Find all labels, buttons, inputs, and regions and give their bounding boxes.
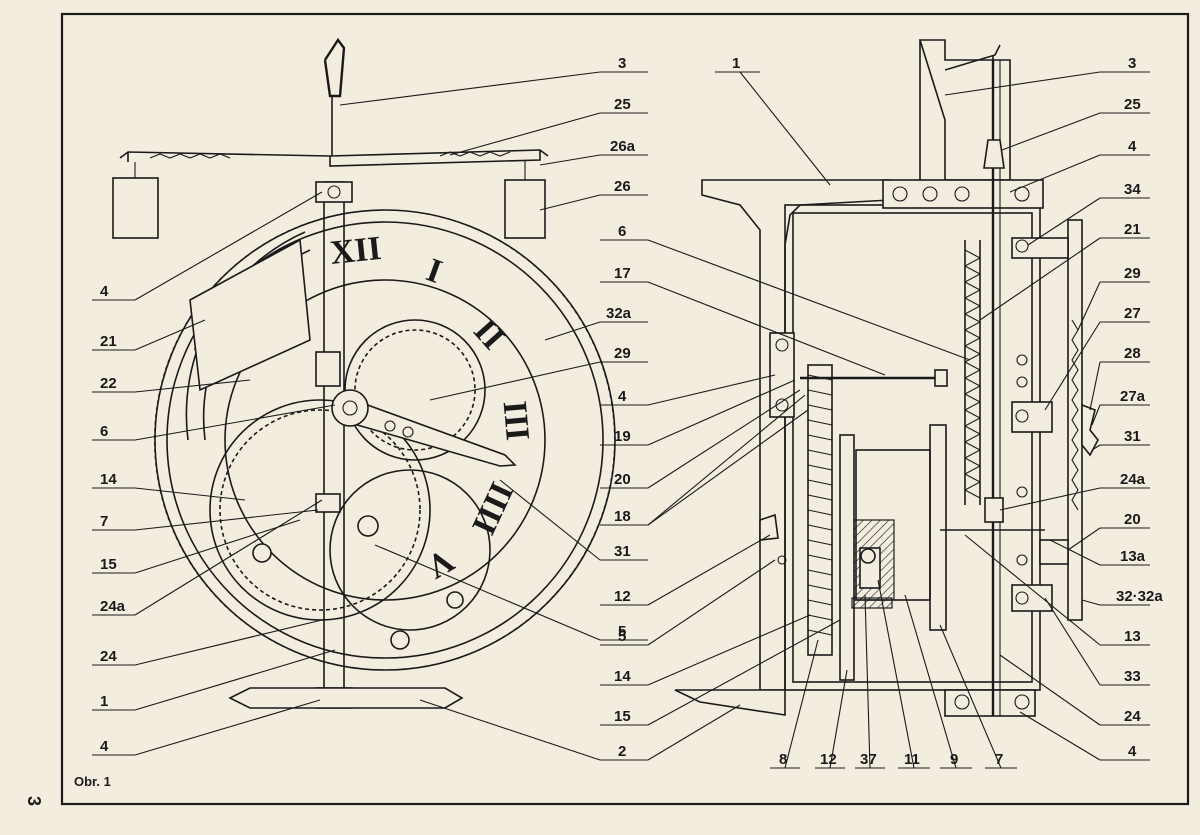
label-side-14: 14 bbox=[614, 668, 631, 685]
dial-numeral-iiii: IIII bbox=[464, 476, 520, 540]
label-side-5: 5 bbox=[618, 628, 626, 645]
label-front-14: 14 bbox=[100, 471, 117, 488]
label-side-18: 18 bbox=[614, 508, 631, 525]
label-side-13a: 13a bbox=[1120, 548, 1146, 565]
label-side-37: 37 bbox=[860, 751, 877, 768]
label-side-33: 33 bbox=[1124, 668, 1141, 685]
label-side-32-32a: 32·32a bbox=[1116, 588, 1163, 605]
label-side-17: 17 bbox=[614, 265, 631, 282]
label-front-4-bottom: 4 bbox=[100, 738, 109, 755]
label-side-11: 11 bbox=[904, 751, 920, 768]
label-side-27a: 27a bbox=[1120, 388, 1146, 405]
dial-numeral-i: I bbox=[422, 252, 447, 291]
label-front-26: 26 bbox=[614, 178, 631, 195]
label-front-15: 15 bbox=[100, 556, 117, 573]
label-side-21: 21 bbox=[1124, 221, 1141, 238]
label-side-1: 1 bbox=[732, 55, 740, 72]
label-side-4-top: 4 bbox=[1128, 138, 1137, 155]
label-front-29: 29 bbox=[614, 345, 631, 362]
label-front-26a: 26a bbox=[610, 138, 636, 155]
label-side-12-bottom: 12 bbox=[820, 751, 837, 768]
label-side-3: 3 bbox=[1128, 55, 1136, 72]
label-side-4-bottom: 4 bbox=[1128, 743, 1137, 760]
label-front-31: 31 bbox=[614, 543, 631, 560]
label-front-2: 2 bbox=[618, 743, 626, 760]
label-side-31: 31 bbox=[1124, 428, 1141, 445]
label-side-24: 24 bbox=[1124, 708, 1141, 725]
label-side-9: 9 bbox=[950, 751, 958, 768]
page-number: 3 bbox=[24, 796, 44, 806]
label-side-29: 29 bbox=[1124, 265, 1141, 282]
label-front-25: 25 bbox=[614, 96, 631, 113]
right-weight bbox=[504, 179, 546, 239]
label-front-32a: 32a bbox=[606, 305, 632, 322]
left-weight bbox=[112, 177, 159, 239]
label-front-1: 1 bbox=[100, 693, 108, 710]
label-side-8: 8 bbox=[779, 751, 787, 768]
label-side-28: 28 bbox=[1124, 345, 1141, 362]
label-side-12-left: 12 bbox=[614, 588, 631, 605]
label-side-6: 6 bbox=[618, 223, 626, 240]
label-front-24: 24 bbox=[100, 648, 117, 665]
leader-lines bbox=[92, 71, 1150, 769]
label-front-3: 3 bbox=[618, 55, 626, 72]
dial-gear-outer bbox=[154, 209, 616, 671]
dial-numeral-iii: III bbox=[496, 399, 536, 442]
front-view: XII I II III IIII V bbox=[112, 37, 616, 709]
side-view bbox=[674, 39, 1099, 717]
crown-wheel-plate bbox=[189, 238, 311, 392]
label-side-27: 27 bbox=[1124, 305, 1141, 322]
label-side-20-left: 20 bbox=[614, 471, 631, 488]
label-front-5: 5 bbox=[618, 623, 626, 640]
label-side-34: 34 bbox=[1124, 181, 1141, 198]
callout-labels: 4 21 22 6 14 7 15 24a 24 1 4 3 25 26a 26… bbox=[100, 55, 1163, 768]
label-side-4-mid: 4 bbox=[618, 388, 627, 405]
label-side-24a: 24a bbox=[1120, 471, 1146, 488]
label-side-7: 7 bbox=[995, 751, 1003, 768]
label-front-6: 6 bbox=[100, 423, 108, 440]
label-side-20-right: 20 bbox=[1124, 511, 1141, 528]
label-side-25: 25 bbox=[1124, 96, 1141, 113]
label-side-15: 15 bbox=[614, 708, 631, 725]
label-side-19: 19 bbox=[614, 428, 631, 445]
label-front-21: 21 bbox=[100, 333, 117, 350]
figure-caption: Obr. 1 bbox=[74, 774, 111, 789]
dial-numeral-v: V bbox=[420, 541, 460, 586]
dial-numeral-xii: XII bbox=[328, 230, 383, 272]
label-side-13: 13 bbox=[1124, 628, 1141, 645]
label-front-4-top: 4 bbox=[100, 283, 109, 300]
front-base bbox=[228, 687, 464, 709]
label-front-24a: 24a bbox=[100, 598, 126, 615]
drawing-frame bbox=[60, 12, 1190, 806]
label-front-7: 7 bbox=[100, 513, 108, 530]
label-front-22: 22 bbox=[100, 375, 117, 392]
